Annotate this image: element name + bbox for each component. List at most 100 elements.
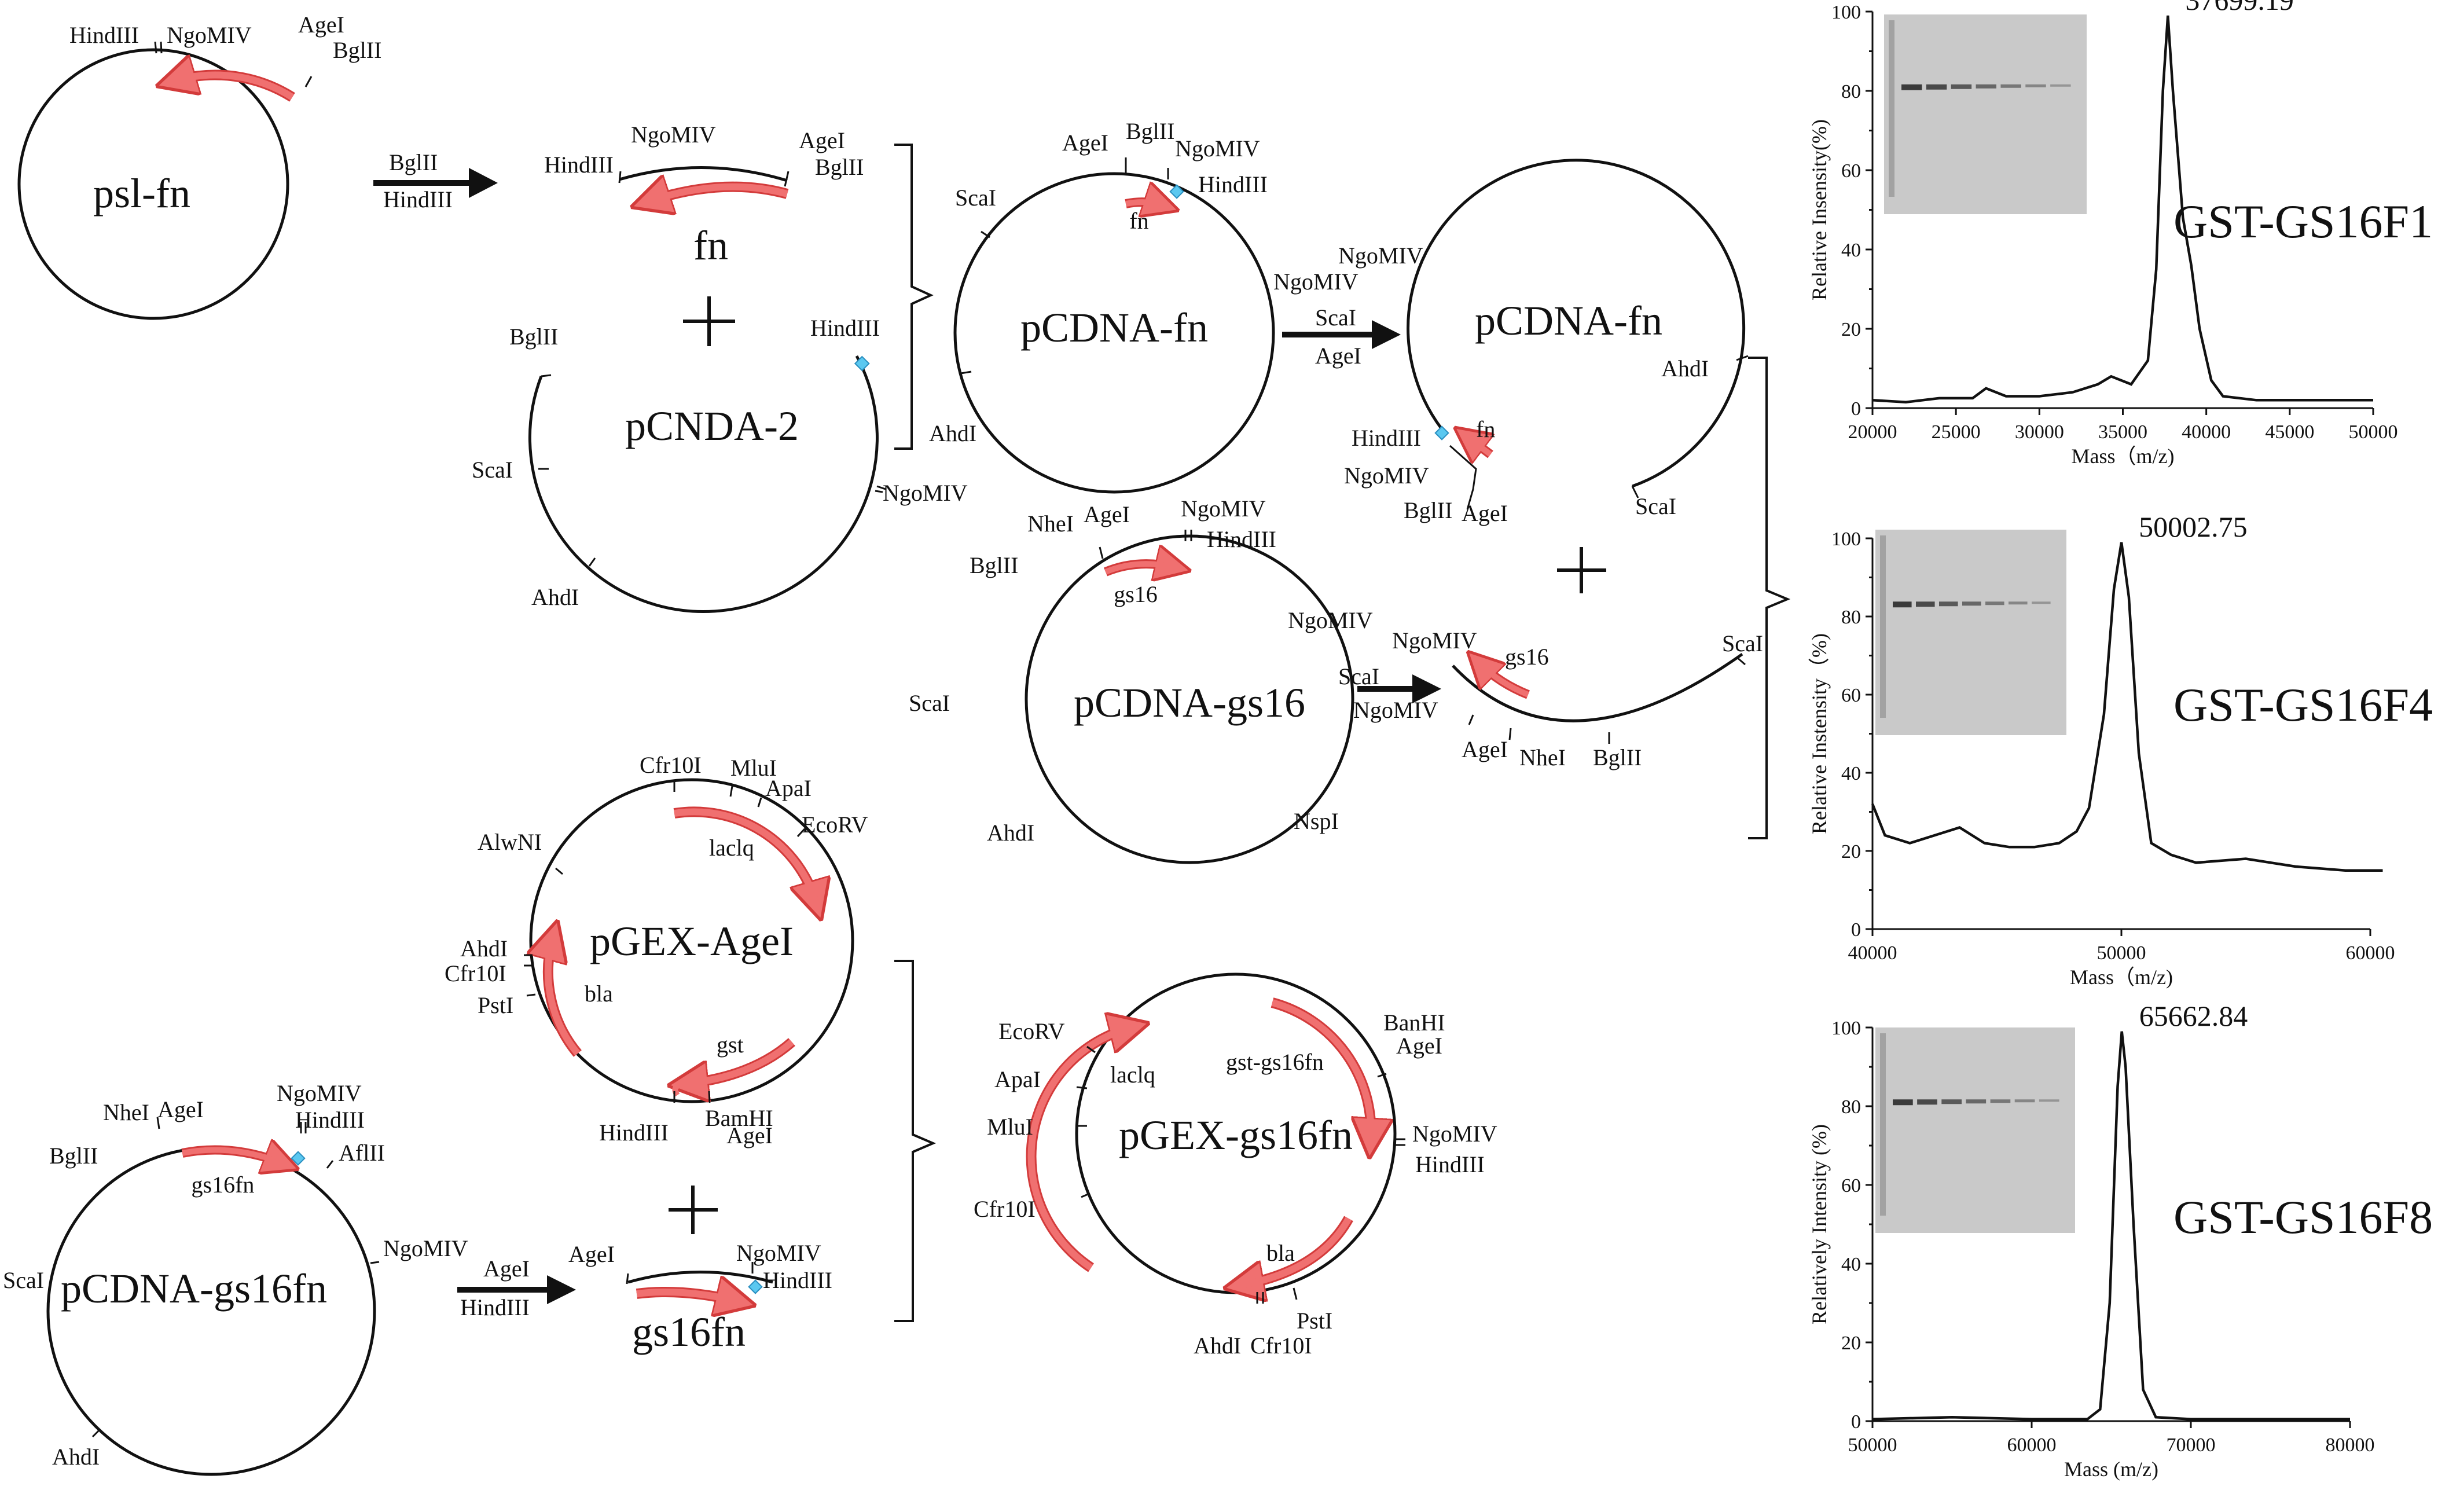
gel-band [1901,84,1922,90]
gel-band [2014,1099,2035,1103]
gel-band [1941,1099,1962,1104]
gel-band [1990,1099,2011,1103]
site-label: NgoMIV [1344,463,1429,489]
plasmid-name: pGEX-gs16fn [1119,1112,1353,1158]
gene-label: laclq [709,835,754,861]
x-tick-label: 70000 [2167,1434,2216,1456]
gene-label: fn [1476,416,1495,442]
gel-band [1917,1099,1937,1105]
fragment-gs16fn: AgeI NgoMIV HindIII gs16fn [568,1240,832,1355]
site-label: AhdI [929,420,976,446]
site-label: HindIII [69,22,139,48]
spectrum-line [1871,542,2383,872]
site-label: AgeI [1062,130,1108,156]
site-label: BglII [509,324,558,350]
plasmid-ring [953,172,1275,494]
peak-label: 37699.19 [2185,0,2294,16]
site-label: ScaI [955,185,996,211]
gene-arrow [685,1039,794,1087]
site-label: NgoMIV [1273,269,1358,295]
arrow-enzyme-bottom: HindIII [383,186,453,212]
gene-arrow [1271,999,1375,1141]
spectrum-line [1872,15,2373,403]
site-label: AflII [339,1140,385,1166]
plasmid-ring [1025,534,1354,864]
plasmid-ring [528,355,879,613]
site-label: NheI [1519,744,1566,770]
site-label: NgoMIV [883,480,968,506]
y-tick-label: 0 [1851,398,1861,420]
process-arrow-3: ScaI NgoMIV [1338,663,1441,723]
peak-label: 65662.84 [2139,1000,2248,1032]
plasmid-name: pCDNA-gs16fn [61,1265,327,1312]
site-label: HindIII [810,315,880,341]
bracket [1748,357,1791,839]
plasmid-pgex-gs16fn: pGEX-gs16fn laclq gst-gs16fn bla EcoRV A… [974,972,1497,1359]
site-label: NheI [1027,511,1074,537]
sample-label: GST-GS16F1 [2173,195,2433,248]
arrow-enzyme-top: AgeI [483,1256,530,1282]
gene-arrow [1027,1024,1133,1271]
plasmid-pcdna-fn-2: pCDNA-fn fn AhdI HindIII NgoMIV BglII Ag… [1344,159,1749,526]
gel-ladder [1880,535,1886,718]
site-label: BglII [49,1143,98,1169]
x-axis-label: Mass (m/z) [2064,1458,2158,1481]
site-label: NgoMIV [277,1080,362,1106]
plasmid-pcdna-gs16fn: pCDNA-gs16fn gs16fn NheI AgeI NgoMIV Hin… [3,1080,468,1476]
gel-band [1985,601,2004,605]
fragment-fn: NgoMIV HindIII AgeI BglII fn [544,122,864,269]
gel-band [2050,84,2071,87]
y-tick-label: 60 [1841,685,1861,706]
site-label: NgoMIV [1412,1121,1497,1147]
gene-arrow [1125,199,1165,208]
x-tick-label: 45000 [2265,421,2314,443]
plus-sign-3 [669,1186,718,1234]
site-label: HindIII [295,1107,365,1133]
site-label: AgeI [157,1096,204,1122]
site-label: HindIII [1207,526,1276,552]
site-label: NheI [103,1099,149,1125]
site-tick [304,76,313,87]
site-label: AhdI [1661,355,1709,381]
site-label: BamHI [705,1105,773,1131]
site-label: BglII [970,552,1018,578]
y-axis-label: Relatively Intensity (%) [1808,1124,1831,1324]
plasmid-pcnda-2: pCNDA-2 BglII HindIII ScaI NgoMIV AhdI [472,315,968,613]
gene-arrow-fill [647,183,788,205]
arrow-enzyme-top: ScaI [1338,663,1379,689]
sample-label: GST-GS16F4 [2173,678,2433,731]
x-axis-label: Mass（m/z) [2070,966,2173,989]
gel-ladder [1889,20,1894,197]
gel-band [2009,601,2028,605]
site-label: AhdI [460,935,508,961]
y-tick-label: 60 [1841,1175,1861,1197]
site-label: NgoMIV [383,1235,468,1261]
site-label: AgeI [726,1122,773,1148]
fragment-gs16: gs16 NgoMIV AgeI NheI BglII ScaI [1392,627,1763,770]
gene-arrow [1466,435,1492,457]
plasmid-pcdna-gs16: pCDNA-gs16 gs16 NheI AgeI NgoMIV HindIII… [909,496,1373,864]
site-label: NgoMIV [1181,496,1266,522]
site-marker [1434,425,1449,441]
gene-label: gs16fn [192,1172,255,1198]
x-tick-label: 60000 [2007,1434,2057,1456]
site-label: Cfr10I [640,752,702,778]
site-label: EcoRV [802,812,868,838]
site-label: AgeI [1462,736,1508,762]
gene-arrow [182,1147,285,1166]
site-label: NgoMIV [631,122,716,148]
plasmid-name: pGEX-AgeI [590,918,794,964]
site-label: BglII [815,154,864,180]
gene-arrow [1240,1217,1352,1289]
gel-band [2000,84,2021,88]
fragment-arc [627,1271,773,1284]
gene-label: fn [1129,208,1148,234]
gel-band [1926,84,1947,90]
y-tick-label: 60 [1841,160,1861,182]
y-tick-label: 20 [1841,319,1861,340]
site-label: NspI [1294,808,1339,834]
spectrum-line [1872,1031,2350,1421]
site-marker [291,1151,306,1166]
y-tick-label: 100 [1831,1018,1861,1039]
y-axis-label: Relative Insensity(%) [1808,119,1831,300]
